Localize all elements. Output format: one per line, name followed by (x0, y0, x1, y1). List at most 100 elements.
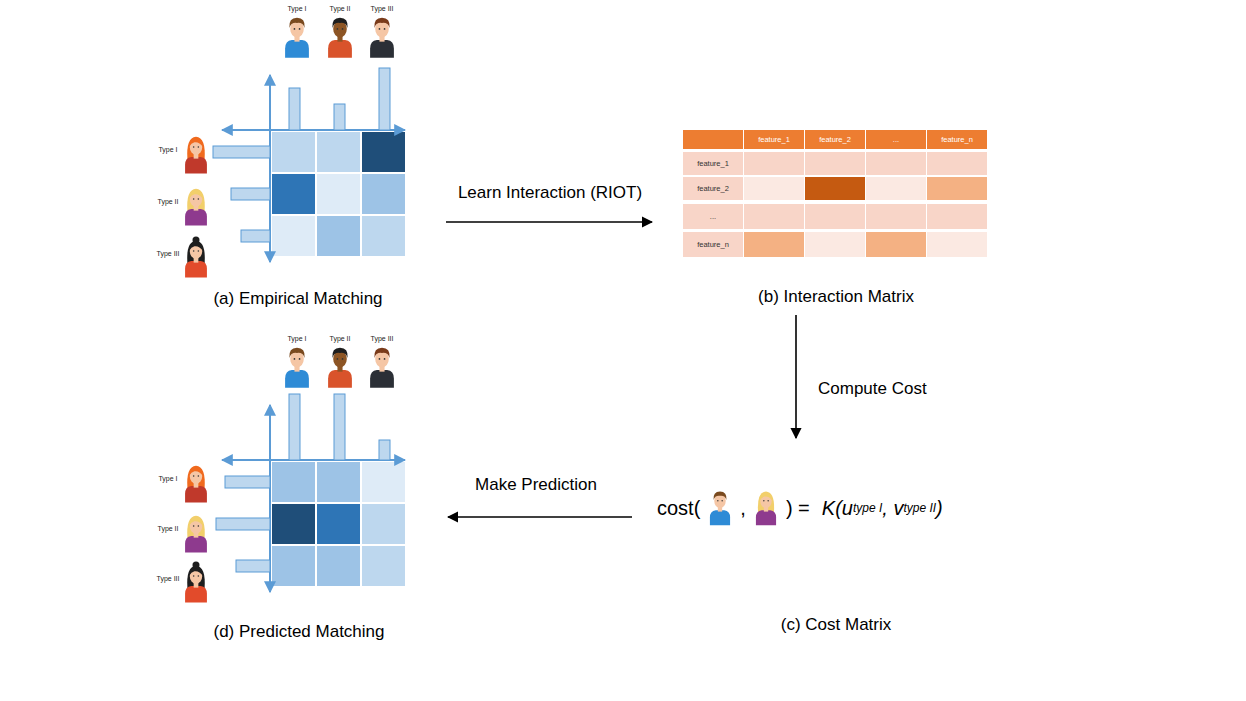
shirt (285, 370, 309, 388)
type-label: Type II (157, 198, 178, 205)
hair (187, 516, 205, 539)
table-header-cell: feature_1 (744, 130, 804, 149)
eye (198, 575, 200, 577)
table-text: ... (710, 212, 716, 221)
eye (763, 500, 764, 501)
flow-arrow (446, 221, 652, 223)
edge-label: Make Prediction (475, 475, 597, 495)
shirt (710, 510, 730, 525)
eye (193, 198, 195, 200)
person-icon (185, 137, 207, 174)
hair (332, 18, 347, 28)
formula-text: ) = (786, 497, 810, 520)
type-label: Type I (287, 5, 306, 12)
eye (717, 500, 718, 501)
hair (187, 189, 205, 212)
fringe (189, 567, 203, 576)
marginal-bar (225, 476, 270, 488)
eye (198, 146, 200, 148)
fringe (759, 493, 772, 501)
fringe (189, 467, 203, 476)
panel: (a) Empirical Matching (150, 2, 446, 310)
table-header-cell (683, 130, 743, 149)
marginal-bar (289, 394, 300, 460)
formula-text: , v (882, 497, 903, 520)
eye (198, 525, 200, 527)
shirt (285, 40, 309, 58)
table-cell (927, 204, 987, 229)
eye (294, 28, 296, 30)
person-icon (756, 491, 776, 525)
eye (198, 198, 200, 200)
flow-arrow (795, 315, 797, 438)
table-cell (927, 177, 987, 200)
fringe (189, 242, 203, 251)
person-icon (710, 491, 730, 525)
marginal-bar (236, 560, 270, 572)
heat-cell (362, 504, 405, 544)
eye (384, 358, 386, 360)
hair (289, 348, 304, 358)
table-cell (866, 152, 926, 175)
shirt (185, 157, 207, 173)
heat-cell (317, 174, 360, 214)
heat-cell (362, 132, 405, 172)
table-row-head: feature_n (683, 232, 743, 257)
bun (192, 236, 199, 243)
person-icon (285, 18, 309, 58)
heat-cell (317, 216, 360, 256)
head (190, 139, 202, 155)
heat-cell (272, 462, 315, 502)
heat-cell (272, 132, 315, 172)
head (190, 518, 202, 534)
heat-cell (317, 546, 360, 586)
hair (187, 466, 205, 489)
table-text: feature_1 (697, 159, 729, 168)
table-text: feature_2 (697, 184, 729, 193)
hair (187, 241, 205, 264)
cost-formula: cost(,) =K(utype I, vtype II) (657, 490, 943, 526)
eye (379, 358, 381, 360)
shirt (185, 586, 207, 602)
table-cell (805, 152, 865, 175)
hair (187, 566, 205, 589)
table-cell (744, 204, 804, 229)
person-icon (370, 18, 394, 58)
eye (294, 358, 296, 360)
fringe (189, 138, 203, 147)
marginal-bar (216, 518, 270, 530)
heat-cell (272, 174, 315, 214)
eye (337, 358, 339, 360)
eye (722, 500, 723, 501)
table-header-cell: feature_n (927, 130, 987, 149)
person-icon (185, 189, 207, 226)
type-label: Type III (371, 5, 394, 12)
type-label: Type III (157, 250, 180, 257)
table-row-head: ... (683, 204, 743, 229)
type-label: Type II (329, 335, 350, 342)
fringe (189, 517, 203, 526)
table-text: feature_1 (758, 135, 790, 144)
table-cell (866, 204, 926, 229)
marginal-bar (213, 146, 270, 158)
head (190, 191, 202, 207)
marginal-bar (334, 394, 345, 460)
shirt (185, 486, 207, 502)
table-text: feature_2 (819, 135, 851, 144)
table-row-head: feature_1 (683, 152, 743, 175)
eye (767, 500, 768, 501)
table-cell (744, 152, 804, 175)
type-label: Type II (329, 5, 350, 12)
flow-arrow (448, 516, 632, 518)
axis (222, 129, 405, 131)
person-icon (185, 516, 207, 553)
table-text: feature_n (697, 240, 729, 249)
marginal-bar (241, 230, 270, 242)
fringe (189, 190, 203, 199)
person-icon (703, 490, 737, 526)
edge-label: Compute Cost (818, 379, 927, 399)
shirt (370, 40, 394, 58)
marginal-bar (231, 188, 270, 200)
heat-cell (317, 462, 360, 502)
